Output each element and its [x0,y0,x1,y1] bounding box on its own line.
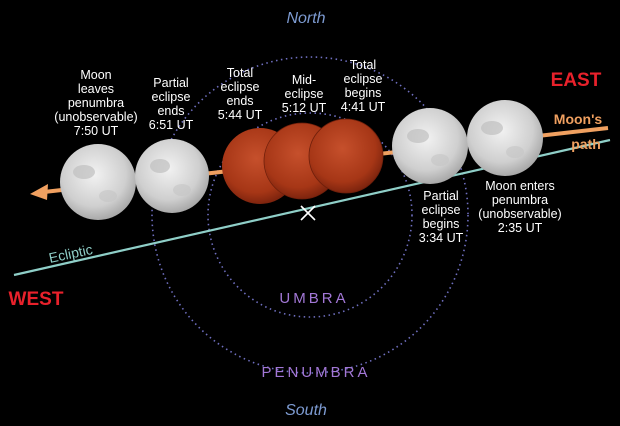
west-label: WEST [9,289,64,310]
label-mid-eclipse: Mid- eclipse 5:12 UT [282,73,327,115]
umbra-label: UMBRA [279,290,348,307]
label-total-ends: Total eclipse ends 5:44 UT [218,66,263,122]
moons-path-label-line2: path [571,136,601,152]
text-line: eclipse [221,80,260,94]
moon-enters-penumbra [467,100,543,176]
penumbra-label: PENUMBRA [261,364,370,381]
text-line: penumbra [68,96,124,110]
text-line: ends [157,104,184,118]
text-line: begins [345,86,382,100]
text-line: begins [423,217,460,231]
label-partial-begins: Partial eclipse begins 3:34 UT [419,189,464,245]
moon-partial-begins [392,108,468,184]
text-line: eclipse [344,72,383,86]
text-line: (unobservable) [478,207,561,221]
text-line: eclipse [152,90,191,104]
text-line: 7:50 UT [74,124,119,138]
text-line: ends [226,94,253,108]
text-line: Mid- [292,73,316,87]
south-label: South [285,402,327,419]
umbra-circle [207,112,413,318]
north-label: North [286,10,325,27]
text-line: Partial [153,76,188,90]
text-line: Moon [80,68,111,82]
moons-path-label-line1: Moon's [554,111,603,127]
shadow-center-mark [300,205,316,221]
text-line: leaves [78,82,114,96]
moon-total-begins [308,118,384,194]
label-leaves-penumbra: Moon leaves penumbra (unobservable) 7:50… [54,68,137,138]
text-line: eclipse [422,203,461,217]
label-partial-ends: Partial eclipse ends 6:51 UT [149,76,194,132]
text-line: 5:44 UT [218,108,263,122]
text-line: Partial [423,189,458,203]
text-line: (unobservable) [54,110,137,124]
text-line: 5:12 UT [282,101,327,115]
moon-partial-ends [135,139,209,213]
text-line: 2:35 UT [498,221,543,235]
text-line: penumbra [492,193,548,207]
label-total-begins: Total eclipse begins 4:41 UT [341,58,386,114]
text-line: 3:34 UT [419,231,464,245]
text-line: Moon enters [485,179,554,193]
text-line: Total [350,58,376,72]
text-line: eclipse [285,87,324,101]
label-enters-penumbra: Moon enters penumbra (unobservable) 2:35… [478,179,561,235]
text-line: Total [227,66,253,80]
text-line: 6:51 UT [149,118,194,132]
text-line: 4:41 UT [341,100,386,114]
moon-leaves-penumbra [60,144,136,220]
penumbra-circle [151,56,469,374]
east-label: EAST [551,70,602,91]
moons-path-arrowhead [30,184,48,200]
